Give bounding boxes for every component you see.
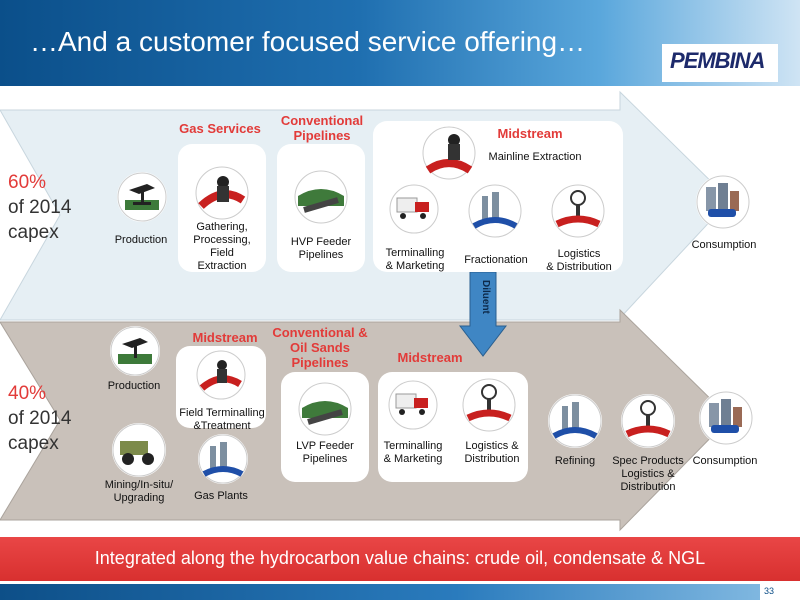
valve-icon — [621, 394, 675, 448]
top-logistics-label: Logistics& Distribution — [546, 248, 612, 273]
top-consumption-label: Consumption — [691, 239, 757, 251]
summary-banner-text: Integrated along the hydrocarbon value c… — [94, 548, 706, 568]
slide-title: …And a customer focused service offering… — [30, 26, 586, 57]
top-terminalling-label: Terminalling& Marketing — [385, 247, 445, 272]
mining-truck-icon — [112, 423, 166, 477]
bottom-percent: 40% — [8, 383, 47, 404]
refinery-tower-icon — [468, 184, 522, 238]
truck-icon — [389, 184, 439, 234]
mining-label: Mining/In-situ/Upgrading — [104, 479, 174, 504]
bottom-consumption-label: Consumption — [692, 455, 758, 467]
mainline-extraction-label: Mainline Extraction — [488, 151, 582, 163]
refinery-tower-icon — [548, 394, 602, 448]
top-production-label: Production — [114, 234, 168, 246]
pipeline-landscape-icon — [294, 170, 348, 224]
oil-pump-icon — [117, 172, 167, 222]
gas-plant-icon — [198, 434, 248, 484]
top-capex-line2: capex — [8, 222, 59, 243]
footer-bar — [0, 584, 760, 600]
city-car-icon — [699, 391, 753, 445]
logo-text: PEMBINA — [670, 48, 765, 73]
page-number: 33 — [764, 586, 775, 596]
top-capex-label: 60% of 2014 capex — [8, 170, 71, 245]
refining-label: Refining — [554, 455, 596, 467]
bottom-terminalling-label: Terminalling& Marketing — [383, 440, 443, 465]
oil-pump-icon — [110, 326, 160, 376]
summary-banner — [0, 537, 800, 581]
diluent-label: Diluent — [480, 280, 491, 314]
truck-icon — [388, 380, 438, 430]
midstream-left-heading: Midstream — [192, 330, 258, 345]
gas-plants-label: Gas Plants — [194, 490, 248, 502]
fractionation-label: Fractionation — [464, 254, 528, 266]
worker-pipeline-icon — [196, 350, 246, 400]
top-percent: 60% — [8, 172, 47, 193]
bottom-capex-label: 40% of 2014 capex — [8, 381, 71, 456]
worker-pipeline-icon — [422, 126, 476, 180]
diluent-arrow — [458, 272, 508, 357]
worker-pipeline-icon — [195, 166, 249, 220]
city-car-icon — [696, 175, 750, 229]
logo — [662, 44, 778, 82]
valve-icon — [462, 378, 516, 432]
gas-services-heading: Gas Services — [179, 121, 261, 136]
field-terminalling-label: Field Terminalling&Treatment — [179, 407, 265, 432]
midstream-right-heading: Midstream — [397, 350, 463, 365]
top-capex-line1: of 2014 — [8, 197, 72, 218]
bottom-production-label: Production — [107, 380, 161, 392]
pipeline-landscape-icon — [298, 382, 352, 436]
bottom-logistics-label: Logistics &Distribution — [464, 440, 520, 465]
midstream-top-heading: Midstream — [497, 126, 563, 141]
valve-icon — [551, 184, 605, 238]
bottom-capex-line2: capex — [8, 433, 59, 454]
bottom-capex-line1: of 2014 — [8, 408, 72, 429]
